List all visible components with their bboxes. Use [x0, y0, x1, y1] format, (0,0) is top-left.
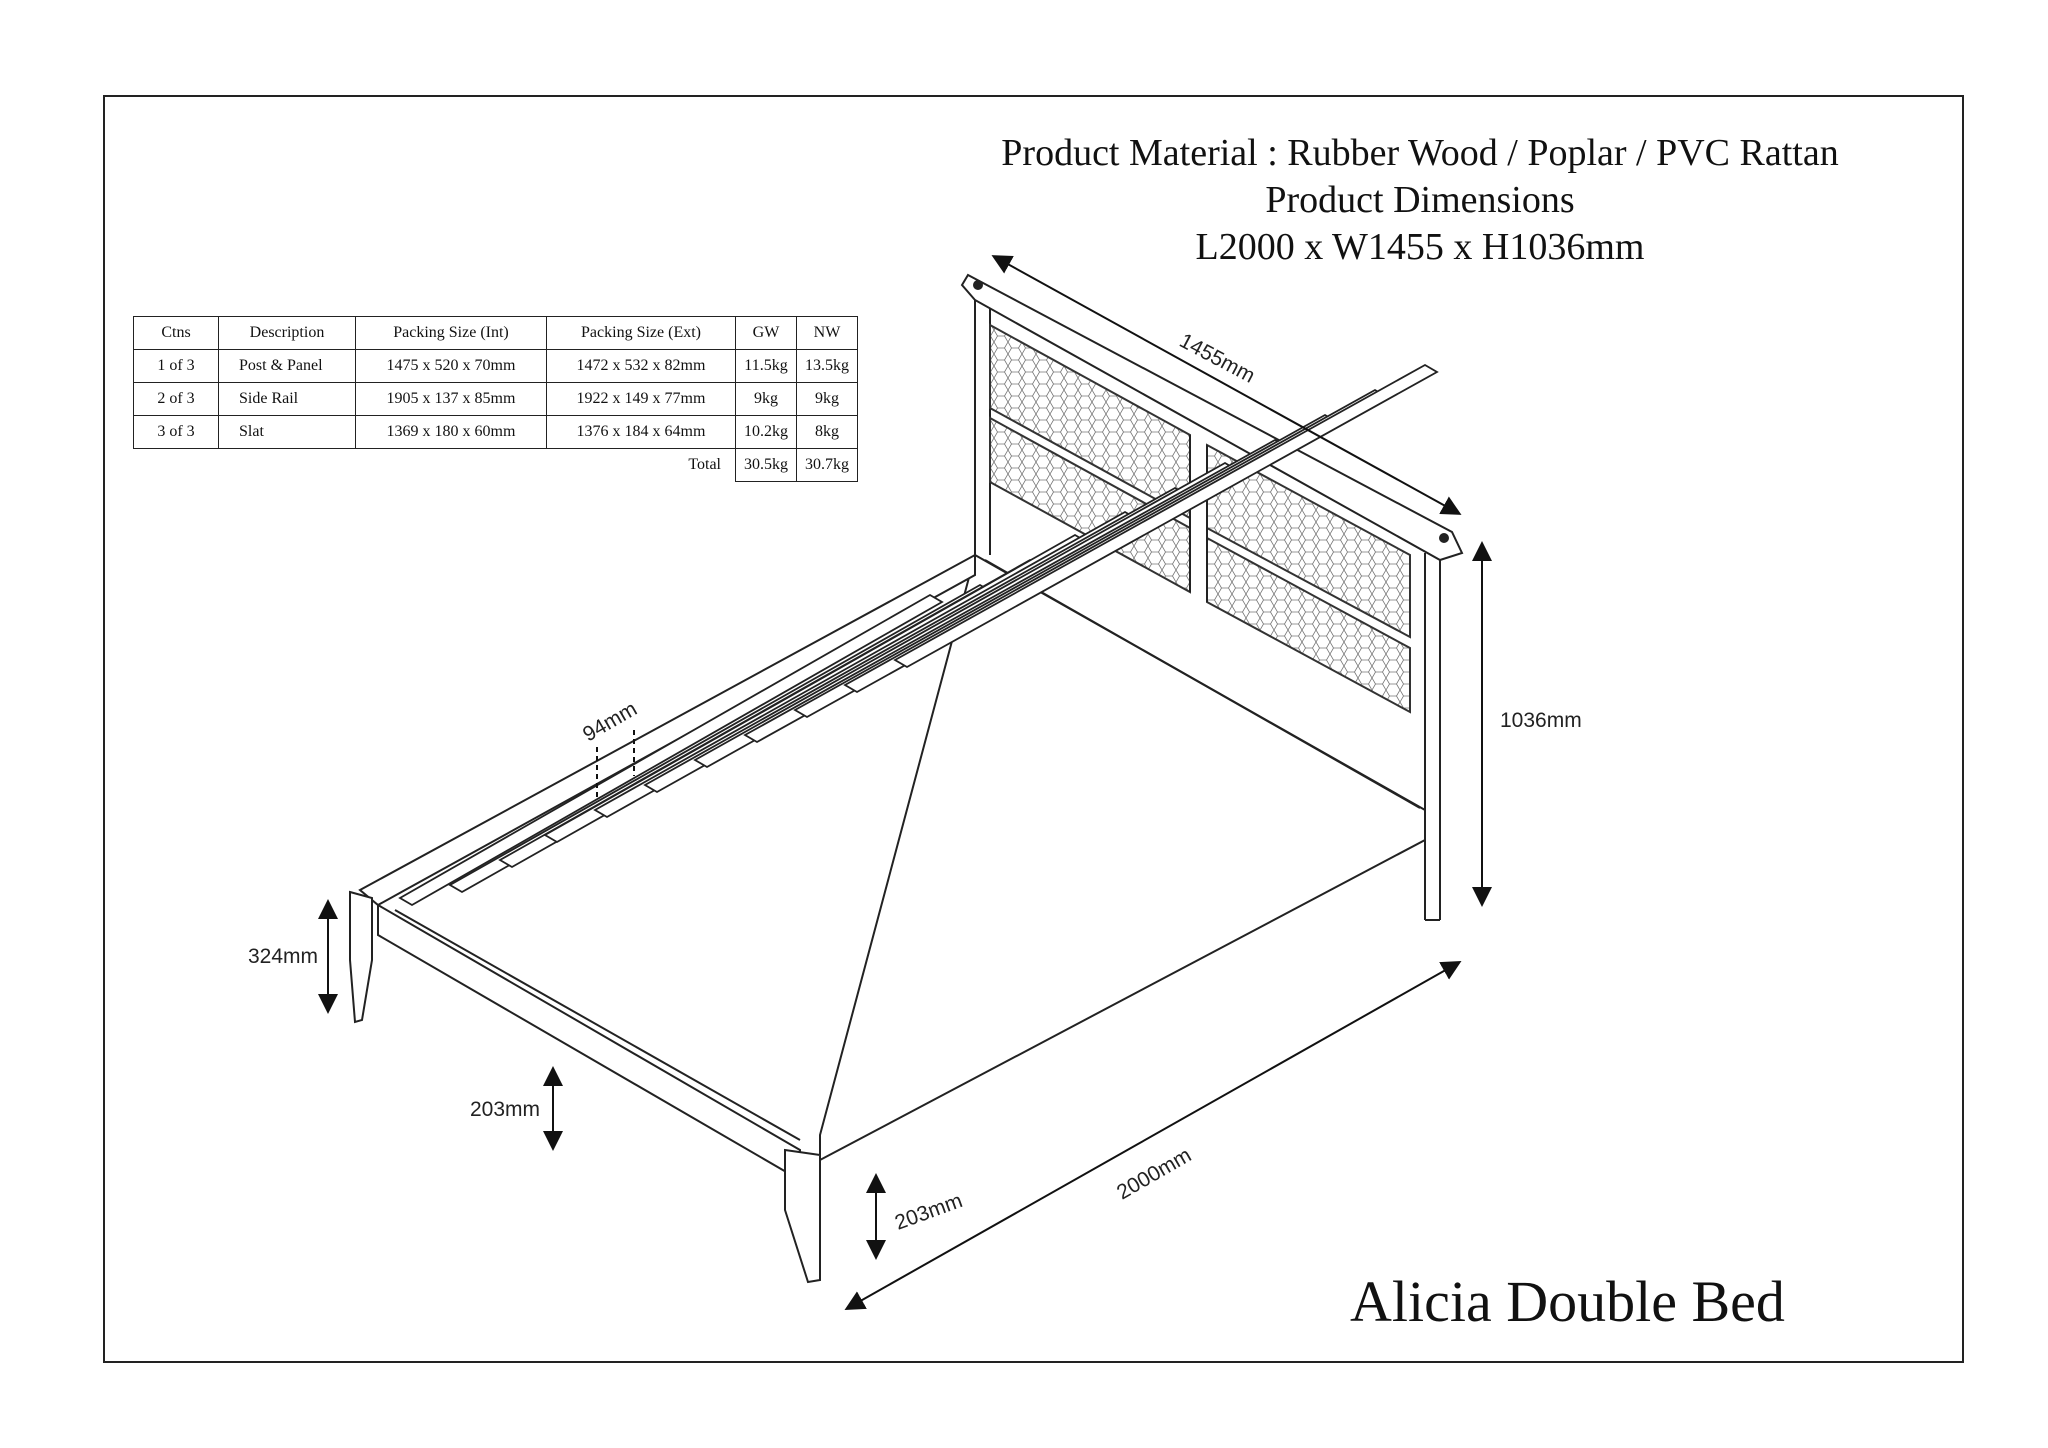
- table-row: 2 of 3 Side Rail 1905 x 137 x 85mm 1922 …: [133, 382, 858, 416]
- total-gw: 30.5kg: [735, 448, 797, 482]
- rattan-panels: [989, 323, 1411, 714]
- cell-gw: 9kg: [735, 382, 797, 416]
- side-clearance-label: 203mm: [470, 1098, 540, 1121]
- table-row: 3 of 3 Slat 1369 x 180 x 60mm 1376 x 184…: [133, 415, 858, 449]
- total-label: Total: [688, 456, 721, 474]
- table-header-row: Ctns Description Packing Size (Int) Pack…: [133, 316, 858, 350]
- dimension-lines: [318, 255, 1492, 1310]
- header-description: Description: [218, 316, 356, 350]
- cell-packing-ext: 1922 x 149 x 77mm: [546, 382, 736, 416]
- cell-nw: 8kg: [796, 415, 858, 449]
- total-nw: 30.7kg: [796, 448, 858, 482]
- drawing-frame: [103, 95, 1964, 1363]
- table-row: 1 of 3 Post & Panel 1475 x 520 x 70mm 14…: [133, 349, 858, 383]
- cell-nw: 9kg: [796, 382, 858, 416]
- title-block: Product Material : Rubber Wood / Poplar …: [960, 130, 1880, 271]
- cell-packing-int: 1475 x 520 x 70mm: [355, 349, 547, 383]
- product-material: Product Material : Rubber Wood / Poplar …: [1001, 132, 1839, 174]
- headboard: [960, 273, 1464, 921]
- front-clearance-label: 203mm: [892, 1189, 966, 1235]
- width-dimension-line: [991, 255, 1462, 515]
- cell-packing-ext: 1376 x 184 x 64mm: [546, 415, 736, 449]
- cell-packing-ext: 1472 x 532 x 82mm: [546, 349, 736, 383]
- cell-ctns: 3 of 3: [133, 415, 219, 449]
- length-dimension-line: [844, 961, 1462, 1310]
- header-gw: GW: [735, 316, 797, 350]
- cell-gw: 10.2kg: [735, 415, 797, 449]
- packing-table: Ctns Description Packing Size (Int) Pack…: [133, 316, 858, 482]
- cell-description: Slat: [218, 415, 356, 449]
- cell-nw: 13.5kg: [796, 349, 858, 383]
- cell-description: Side Rail: [218, 382, 356, 416]
- height-label: 1036mm: [1500, 709, 1582, 732]
- slat-width-label: 94mm: [579, 697, 641, 746]
- table-total-row: Total 30.5kg 30.7kg: [134, 448, 858, 482]
- cell-packing-int: 1369 x 180 x 60mm: [355, 415, 547, 449]
- product-name: Alicia Double Bed: [1350, 1269, 1785, 1334]
- foot-height-label: 324mm: [248, 945, 318, 968]
- cell-description: Post & Panel: [218, 349, 356, 383]
- length-label: 2000mm: [1113, 1144, 1195, 1205]
- dimensions-title: Product Dimensions: [1265, 179, 1575, 221]
